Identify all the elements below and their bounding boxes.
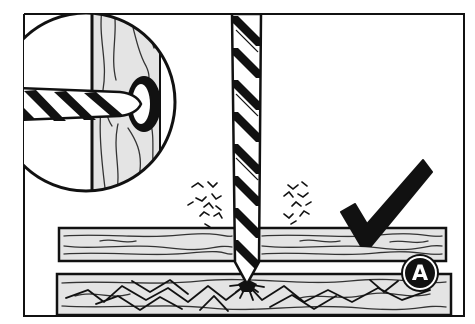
callout-label: A <box>412 261 429 285</box>
wood-chips-right <box>283 181 312 225</box>
checkmark-icon <box>340 159 433 247</box>
wood-chips-left <box>187 181 223 228</box>
detail-inset-circle <box>24 14 177 193</box>
drill-bit-vertical <box>230 14 263 286</box>
lower-wood-board-splintered <box>55 272 453 316</box>
callout-a-badge: A <box>401 254 439 292</box>
